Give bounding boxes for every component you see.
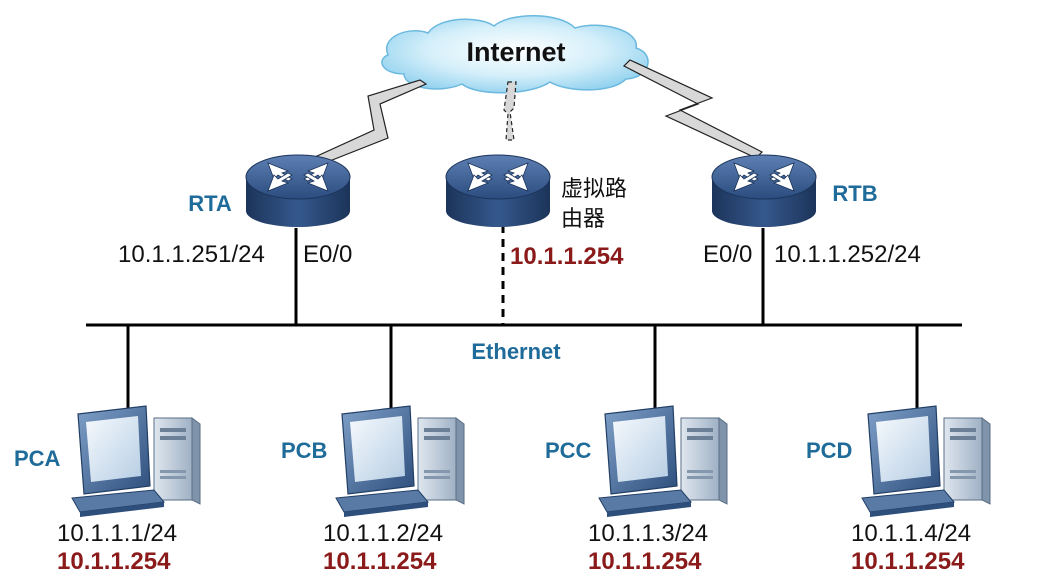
- pc-name: PCB: [281, 438, 327, 463]
- rtb-wan-link: [622, 59, 764, 159]
- pc-pcb[interactable]: PCB 10.1.1.2/24 10.1.1.254: [281, 405, 465, 575]
- ethernet-label: Ethernet: [471, 339, 561, 364]
- pc-name: PCA: [14, 446, 61, 471]
- computer-icon: [335, 405, 465, 518]
- router-icon: [245, 154, 351, 228]
- pc-pca[interactable]: PCA 10.1.1.1/24 10.1.1.254: [14, 405, 201, 575]
- virtual-router-name-line2: 由器: [561, 207, 605, 232]
- pc-name: PCD: [806, 438, 852, 463]
- pc-ip: 10.1.1.2/24: [323, 520, 443, 547]
- pc-pcd[interactable]: PCD 10.1.1.4/24 10.1.1.254: [806, 405, 991, 575]
- pc-gateway: 10.1.1.254: [57, 548, 171, 575]
- pc-ip: 10.1.1.4/24: [851, 520, 971, 547]
- internet-cloud: Internet: [381, 15, 649, 94]
- computer-icon: [598, 405, 728, 518]
- virtual-router[interactable]: 虚拟路 由器 10.1.1.254: [445, 154, 627, 270]
- pc-gateway: 10.1.1.254: [323, 548, 437, 575]
- pc-pcc[interactable]: PCC 10.1.1.3/24 10.1.1.254: [545, 405, 728, 575]
- rta-wan-link: [302, 79, 428, 169]
- router-icon: [711, 154, 817, 228]
- internet-label: Internet: [466, 37, 565, 67]
- pc-gateway: 10.1.1.254: [588, 548, 702, 575]
- rtb-ip: 10.1.1.252/24: [774, 241, 921, 268]
- computer-icon: [71, 405, 201, 518]
- virtual-router-ip: 10.1.1.254: [510, 243, 624, 270]
- rta-name: RTA: [188, 191, 232, 216]
- rtb-router[interactable]: RTB E0/0 10.1.1.252/24: [703, 154, 921, 268]
- pc-ip: 10.1.1.3/24: [588, 520, 708, 547]
- rta-interface: E0/0: [303, 241, 352, 268]
- computer-icon: [861, 405, 991, 518]
- virtual-router-wan-link: [503, 81, 517, 141]
- pc-gateway: 10.1.1.254: [851, 548, 965, 575]
- router-icon: [445, 154, 551, 228]
- virtual-router-name-line1: 虚拟路: [561, 177, 627, 202]
- rta-router[interactable]: RTA 10.1.1.251/24 E0/0: [118, 154, 352, 268]
- rtb-interface: E0/0: [703, 241, 752, 268]
- pc-name: PCC: [545, 438, 592, 463]
- pc-ip: 10.1.1.1/24: [57, 520, 177, 547]
- rtb-name: RTB: [832, 181, 877, 206]
- rta-ip: 10.1.1.251/24: [118, 241, 265, 268]
